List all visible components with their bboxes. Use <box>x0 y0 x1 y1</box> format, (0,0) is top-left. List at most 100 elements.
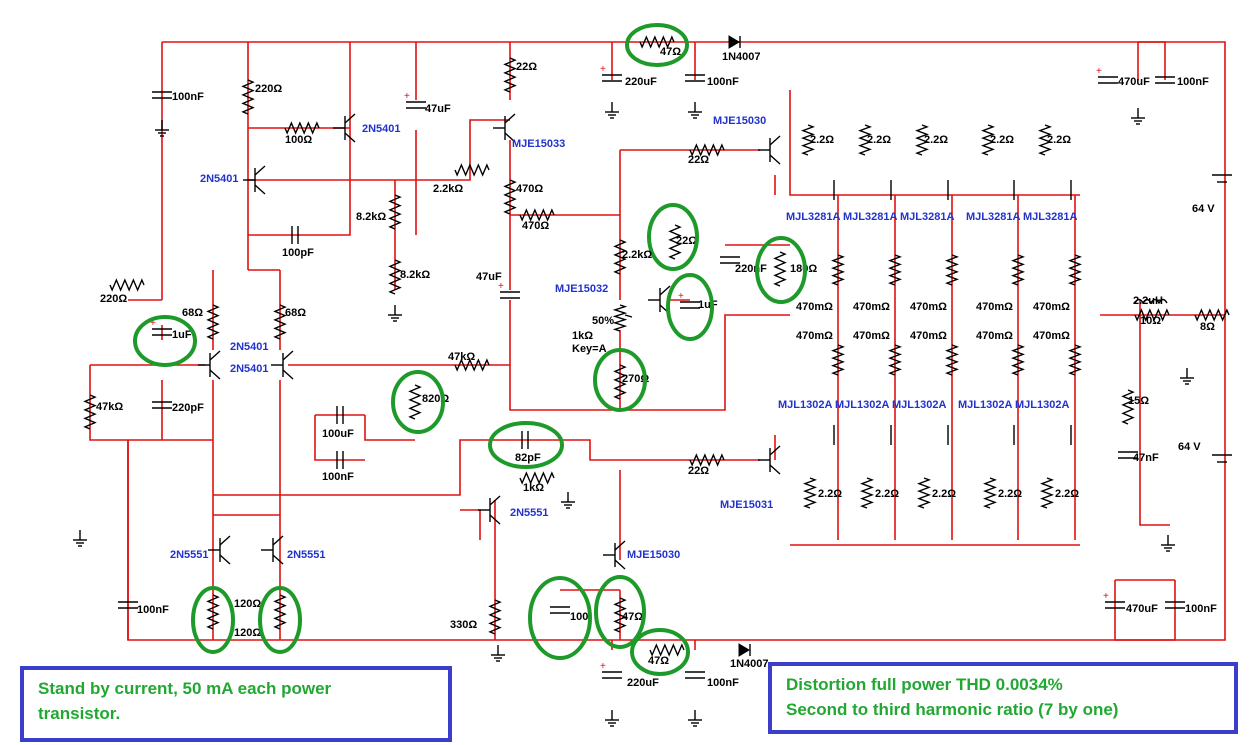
output-base-res-bot-4 <box>983 477 997 509</box>
resistor-22-top: 22Ω <box>503 57 537 93</box>
battery-64v-bottom-label: 64 V <box>1178 441 1201 453</box>
capacitor-100-bottom-label: 100 <box>570 611 588 623</box>
resistor-2k2-bias-label: 2.2kΩ <box>622 249 652 261</box>
transistor-2n5401-diff-left-emitter <box>209 369 221 380</box>
capacitor-100nf-mid-label: 100nF <box>322 471 354 483</box>
resistor-220-input: 220Ω <box>100 278 145 305</box>
resistor-8k2-lower: 8.2kΩ <box>388 259 430 295</box>
battery-64v-top-label: 64 V <box>1192 203 1215 215</box>
transistor-2n5551-mirror-right-label: 2N5551 <box>287 549 326 561</box>
capacitor-100pf: 100pF <box>282 226 314 259</box>
transistor-mje15031-collector <box>769 445 781 456</box>
diode-1n4007-bottom: 1N4007 <box>730 643 769 670</box>
capacitor-100nf-top-right-label: 100nF <box>1177 76 1209 88</box>
resistor-220-input-symbol <box>109 278 145 292</box>
capacitor-470uf-top-plus: + <box>1096 66 1102 77</box>
potentiometer-1k-label: 1kΩ <box>572 330 593 342</box>
capacitor-47uf-top: +47uF <box>404 91 451 115</box>
resistor-330: 330Ω <box>450 599 502 635</box>
transistor-2n5401-diff-right-emitter <box>282 369 294 380</box>
transistor-mje15031-emitter <box>769 464 781 475</box>
ground-symbol-4 <box>388 305 402 322</box>
capacitor-220pf: 220pF <box>152 401 204 414</box>
output-emitter-res-bot-label-3: 470mΩ <box>910 330 947 342</box>
output-emitter-res-bot-2 <box>888 344 902 376</box>
inductor-2-2uh: 2.2uH <box>1133 295 1168 307</box>
resistor-47-bottom-vertical-label: 47Ω <box>622 611 643 623</box>
resistor-22-top-symbol <box>503 57 517 93</box>
resistor-68-right-symbol <box>273 304 287 340</box>
capacitor-100nf-bottom-right-label: 100nF <box>1185 603 1217 615</box>
transistor-2n5551-mirror-left-collector <box>219 535 231 546</box>
capacitor-220uf-bottom-plus: + <box>600 661 606 672</box>
output-emitter-res-top-label-5: 470mΩ <box>1033 301 1070 313</box>
capacitor-1uf-input-label: 1uF <box>172 329 192 341</box>
capacitor-100nf-mid: 100nF <box>322 451 354 483</box>
transistor-2n5551-vas-label: 2N5551 <box>510 507 549 519</box>
resistor-330-symbol <box>488 599 502 635</box>
capacitor-220nf-label: 220nF <box>735 263 767 275</box>
resistor-15: 15Ω <box>1121 389 1149 425</box>
output-emitter-res-bot-label-2: 470mΩ <box>853 330 890 342</box>
resistor-470-horizontal: 470Ω <box>519 208 555 232</box>
resistor-8k2-upper-label: 8.2kΩ <box>356 211 386 223</box>
resistor-2k2-bias-symbol <box>613 239 627 275</box>
transistor-2n5401-diff-left-collector <box>209 350 221 361</box>
capacitor-47uf-top-label: 47uF <box>425 103 451 115</box>
resistor-22-driver-top-label: 22Ω <box>688 154 709 166</box>
resistor-120-right-highlight <box>258 586 302 654</box>
potentiometer-1k-symbol <box>612 304 628 332</box>
resistor-120-left: 120Ω <box>191 586 261 654</box>
resistor-1k-symbol <box>519 471 555 485</box>
resistor-2k2-bias: 2.2kΩ <box>613 239 652 275</box>
transistor-mje15030-bottom: MJE15030 <box>603 540 680 570</box>
resistor-120-right-label: 120Ω <box>234 627 261 639</box>
transistor-2n5401-upper-label: 2N5401 <box>362 123 401 135</box>
output-base-res-top-label-3: 2.2Ω <box>924 134 948 146</box>
transistor-2n5401-left-collector <box>254 165 266 176</box>
resistor-22-driver-bottom-label: 22Ω <box>688 465 709 477</box>
resistor-47-bottom-vertical: 47Ω <box>594 575 646 649</box>
resistor-220-left-symbol <box>241 79 255 115</box>
wire-11 <box>248 119 510 181</box>
resistor-120-right: 120Ω <box>234 586 302 654</box>
wire-32 <box>460 509 481 540</box>
wire-26 <box>364 415 415 441</box>
resistor-47k-feedback-label: 47kΩ <box>448 351 475 363</box>
resistor-270-symbol <box>613 364 627 400</box>
output-base-res-bot-label-5: 2.2Ω <box>1055 488 1079 500</box>
resistor-22-highlight-symbol <box>668 224 682 260</box>
capacitor-220uf-top: +220uF <box>600 64 657 88</box>
potentiometer-1k-key: Key=A <box>572 343 607 355</box>
capacitor-100nf-bottom-left-label: 100nF <box>137 604 169 616</box>
resistor-8k2-lower-symbol <box>388 259 402 295</box>
transistor-2n5401-upper-collector <box>344 113 356 124</box>
resistor-47-bottom-symbol <box>649 643 685 657</box>
inductor-2-2uh-coil <box>1134 298 1168 305</box>
output-base-res-top-3 <box>915 124 929 156</box>
output-emitter-res-top-label-1: 470mΩ <box>796 301 833 313</box>
capacitor-82pf: 82pF <box>488 421 564 469</box>
capacitor-47uf-mid-plus: + <box>498 281 504 292</box>
transistor-mje15030-bottom-emitter <box>614 559 626 570</box>
resistor-8-load: 8Ω <box>1194 308 1230 333</box>
output-emitter-res-bot-label-5: 470mΩ <box>1033 330 1070 342</box>
resistor-220-left-label: 220Ω <box>255 83 282 95</box>
capacitor-470uf-bottom-plus: + <box>1103 591 1109 602</box>
capacitor-47uf-mid-label: 47uF <box>476 271 502 283</box>
capacitor-100-bottom: 100 <box>528 576 592 660</box>
output-npn-label-4: MJL3281A <box>966 211 1020 223</box>
transistor-mje15033-emitter <box>504 132 516 143</box>
note-left-line-2: transistor. <box>38 704 121 723</box>
potentiometer-1k-wiper <box>624 314 633 318</box>
capacitor-100uf: 100uF <box>322 406 354 440</box>
resistor-2k2-left-label: 2.2kΩ <box>433 183 463 195</box>
capacitor-220uf-top-label: 220uF <box>625 76 657 88</box>
output-base-res-top-label-4: 2.2Ω <box>990 134 1014 146</box>
output-base-res-top-label-1: 2.2Ω <box>810 134 834 146</box>
capacitor-100nf-bottom-right: 100nF <box>1165 601 1217 615</box>
resistor-47-bottom-label: 47Ω <box>648 655 669 667</box>
